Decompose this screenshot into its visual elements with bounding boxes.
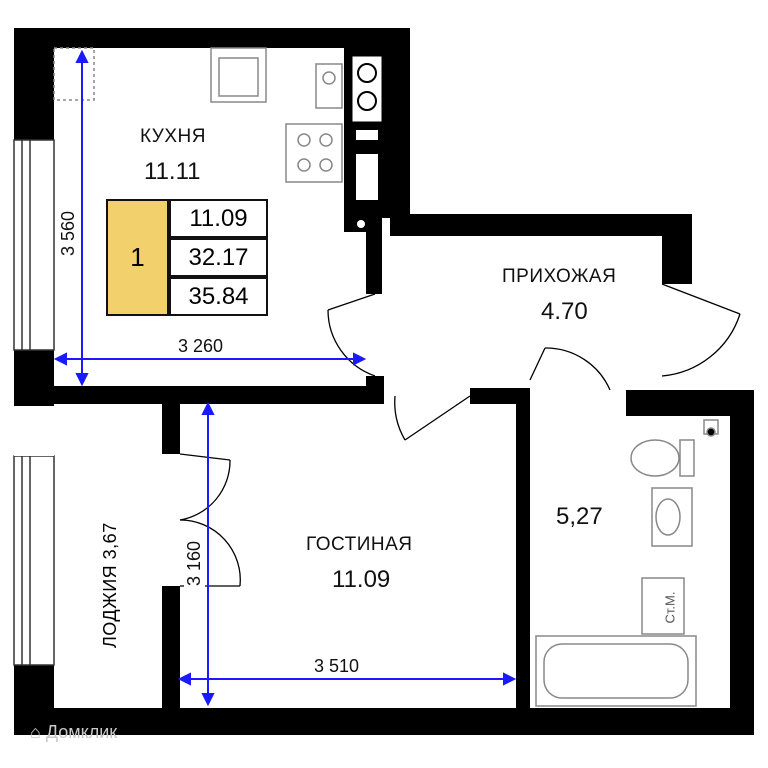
watermark-logo: ⌂ Домклик (30, 722, 117, 743)
kitchen-area: 11.11 (144, 158, 201, 185)
full-area-value: 35.84 (169, 277, 268, 316)
hall-name: ПРИХОЖАЯ (502, 266, 617, 287)
kitchen-width-dim: 3 260 (176, 336, 226, 357)
total-area-value: 32.17 (169, 238, 268, 277)
washer-label: Ст.М. (662, 591, 678, 623)
watermark-text: Домклик (45, 722, 118, 742)
walls (14, 28, 754, 735)
rooms-count: 1 (106, 199, 169, 316)
kitchen-fixtures (53, 47, 343, 183)
kitchen-length-dim: 3 560 (58, 208, 79, 258)
living-area: 11.09 (332, 566, 391, 593)
dimension-lines (53, 49, 517, 707)
windows (13, 139, 55, 666)
living-name: ГОСТИНАЯ (306, 534, 413, 555)
living-area-value: 11.09 (169, 199, 268, 238)
doors (179, 283, 741, 587)
apartment-summary: 1 11.09 32.17 35.84 (106, 199, 268, 316)
kitchen-niche (350, 55, 383, 232)
bathroom-area: 5,27 (556, 503, 603, 530)
kitchen-name: КУХНЯ (140, 126, 206, 147)
living-width-dim: 3 510 (312, 656, 362, 677)
loggia-name: ЛОДЖИЯ 3,67 (100, 522, 120, 648)
hall-area: 4.70 (541, 298, 588, 325)
house-icon: ⌂ (30, 722, 41, 742)
bathroom-fixtures (535, 419, 719, 707)
living-length-dim: 3 160 (184, 538, 205, 588)
